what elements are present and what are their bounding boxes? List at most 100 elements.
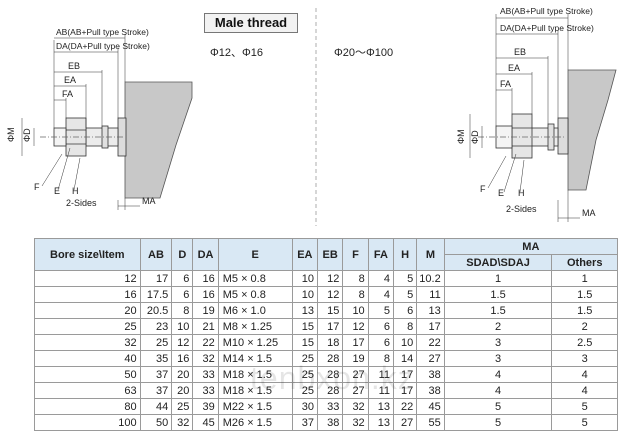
table-cell: 20 [34,302,141,319]
table-cell: 28 [316,350,344,367]
table-cell: 3 [443,350,553,367]
table-cell: 16 [171,350,194,367]
table-cell: 100 [34,414,141,431]
table-cell: 3 [443,334,553,351]
table-cell: 5 [367,302,395,319]
col-header: D [171,238,194,271]
col-header: DA [192,238,219,271]
table-subheader-row: SDAD\SDAJ Others [35,254,618,271]
table-cell: 15 [291,334,319,351]
table-cell: 20 [171,382,194,399]
right-e-label: E [498,188,504,198]
table-cell: 22 [192,334,219,351]
table-cell: 32 [171,414,194,431]
table-cell: 28 [316,366,344,383]
table-cell: 13 [416,302,445,319]
table-cell: 38 [316,414,344,431]
table-cell: 12 [171,334,194,351]
table-cell: 27 [342,382,369,399]
table-cell: 16 [192,286,219,303]
spec-table: Bore size\Item AB D DA E EA EB F FA H M … [34,238,619,431]
table-cell: 12 [342,318,369,335]
table-cell: 2.5 [551,334,618,351]
left-d-label: ΦD [22,128,32,142]
right-m-label: ΦM [456,129,466,144]
left-drawing [21,34,193,210]
table-cell: 15 [316,302,344,319]
table-cell: 38 [416,366,445,383]
left-cylinder-body [124,81,193,199]
table-cell: 17 [393,382,418,399]
table-cell: 5 [393,270,418,287]
left-eb-label: EB [68,61,80,71]
right-cylinder-body [567,69,617,191]
table-cell: 21 [192,318,219,335]
table-cell: M22 × 1.5 [217,398,293,415]
table-cell: 17 [416,318,445,335]
range-left-label: Φ12、Φ16 [210,47,264,59]
table-cell: 37 [291,414,319,431]
table-cell: 10.2 [416,270,445,287]
table-cell: 25 [291,366,319,383]
table-cell: 6 [367,334,395,351]
col-header: H [393,238,418,271]
range-right-label: Φ20～Φ100 [334,47,394,59]
heading-male-thread: Male thread [204,13,298,33]
table-cell: 35 [139,350,173,367]
table-cell: 33 [192,366,219,383]
col-header-ma: MA [443,238,619,255]
right-ma-label: MA [582,208,596,218]
table-cell: 63 [34,382,141,399]
table-cell: 33 [316,398,344,415]
table-cell: 8 [342,286,369,303]
col-subheader: SDAD\SDAJ [443,254,553,271]
table-cell: 6 [171,270,194,287]
table-cell: 8 [171,302,194,319]
table-cell: 8 [367,350,395,367]
left-ab-label: AB(AB+Pull type Stroke) [56,27,149,37]
table-cell: 20.5 [139,302,173,319]
table-cell: 6 [393,302,418,319]
left-da-label: DA(DA+Pull type Stroke) [56,41,150,51]
table-cell: 18 [316,334,344,351]
col-header: FA [367,238,395,271]
right-ea-label: EA [508,63,520,73]
table-cell: 6 [367,318,395,335]
table-cell: 4 [443,382,553,399]
table-cell: 37 [139,382,173,399]
table-cell: 11 [367,366,395,383]
table-cell: 3 [551,350,618,367]
table-cell: M18 × 1.5 [217,382,293,399]
table-cell: 1.5 [443,286,553,303]
table-cell: 17 [316,318,344,335]
right-fa-label: FA [500,79,511,89]
table-cell: 23 [139,318,173,335]
table-cell: 2 [551,318,618,335]
table-cell: 27 [393,414,418,431]
col-header: M [416,238,445,271]
table-cell: 10 [291,286,319,303]
table-cell: 25 [291,350,319,367]
table-cell: 45 [416,398,445,415]
table-cell: 19 [192,302,219,319]
col-header: EA [291,238,319,271]
left-sides-label: 2-Sides [66,198,97,208]
table-cell: 27 [342,366,369,383]
table-cell: 5 [551,414,618,431]
table-cell: 55 [416,414,445,431]
right-f-label: F [480,184,486,194]
table-cell: 39 [192,398,219,415]
table-cell: 17 [393,366,418,383]
table-cell: 33 [192,382,219,399]
table-cell: 25 [34,318,141,335]
table-cell: 16 [34,286,141,303]
col-header: F [342,238,369,271]
table-cell: 5 [393,286,418,303]
table-cell: M8 × 1.25 [217,318,293,335]
